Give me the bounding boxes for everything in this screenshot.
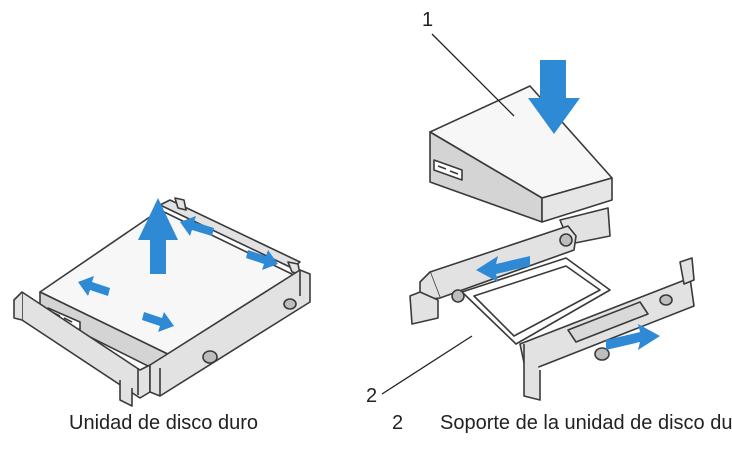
right-bracket-back-rail	[429, 225, 577, 299]
callout-legend: Unidad de disco duro 2 Soporte de la uni…	[0, 412, 732, 452]
legend-2-label: Soporte de la unidad de disco duro	[440, 412, 732, 434]
callouts: 1 2	[366, 9, 515, 407]
arrow-down-icon	[528, 60, 580, 134]
legend-1-label: Unidad de disco duro	[69, 412, 259, 434]
arrow-left-icon	[180, 216, 214, 236]
arrow-right-icon	[606, 324, 660, 350]
callout-1-leader	[431, 33, 515, 117]
arrow-up-icon	[138, 198, 178, 274]
left-arrows	[78, 198, 278, 332]
right-bracket	[409, 225, 695, 401]
legend-2-number: 2	[392, 412, 404, 434]
arrow-left-icon	[476, 256, 530, 282]
right-drive	[429, 85, 613, 245]
callout-2-leader	[381, 335, 473, 395]
right-bracket-tray	[461, 257, 611, 345]
arrow-left-icon	[78, 276, 110, 296]
arrow-right-icon	[142, 312, 174, 332]
callout-1-number: 1	[422, 9, 433, 31]
right-arrows	[476, 60, 660, 350]
callout-2-number: 2	[366, 385, 377, 407]
left-drive-in-bracket	[13, 197, 311, 407]
right-drive-side-face	[541, 177, 613, 223]
arrow-right-icon	[246, 250, 278, 270]
